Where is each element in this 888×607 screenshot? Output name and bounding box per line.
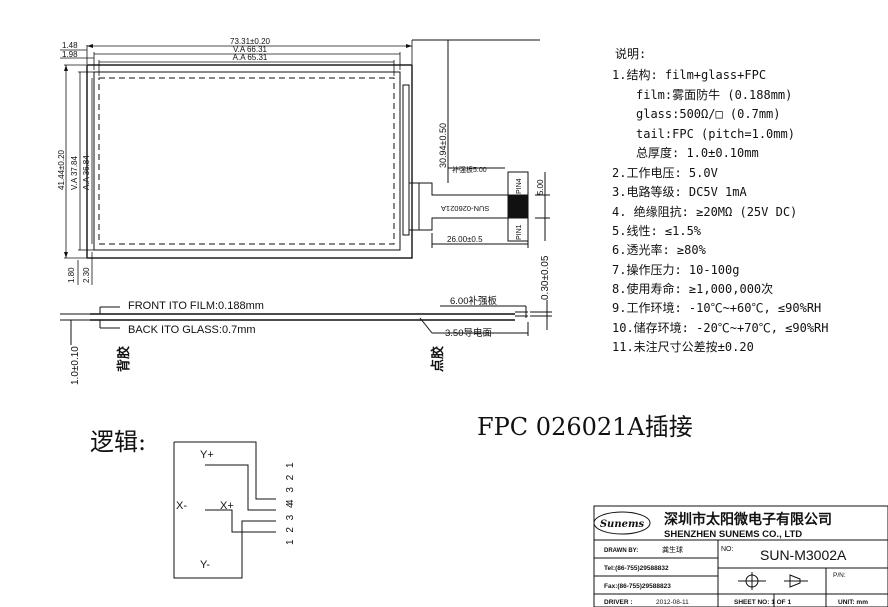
pin-top-label: PIN4 <box>516 178 523 194</box>
tel-text: Tel:(86-755)29588832 <box>604 565 669 572</box>
note-line: tail:FPC (pitch=1.0mm) <box>636 127 795 141</box>
note-line: 9.工作环境: -10℃~+60℃, ≤90%RH <box>612 300 821 315</box>
title-block <box>593 505 888 607</box>
note-line: 4. 绝缘阻抗: ≥20MΩ (25V DC) <box>612 204 797 219</box>
dim-left-offset-1: 1.48 <box>62 41 78 50</box>
fpc-note: FPC 026021A插接 <box>477 413 693 441</box>
drawn-label: DRAWN BY: <box>604 548 638 554</box>
company-name-en: SHENZHEN SUNEMS CO., LTD <box>664 529 802 540</box>
no-label: NO: <box>721 546 734 553</box>
note-line: 7.操作压力: 10-100g <box>612 262 739 277</box>
note-line: 3.电路等级: DC5V 1mA <box>612 184 747 199</box>
front-ito-label: FRONT ITO FILM:0.188mm <box>128 300 264 312</box>
top-dimension-lines <box>60 40 413 76</box>
dim-tail-thickness: 0.30±0.05 <box>540 255 551 300</box>
notes-title: 说明: <box>615 46 646 61</box>
dim-bottom-offset-1: 1.80 <box>67 267 76 283</box>
logic-diagram <box>173 441 276 579</box>
company-logo: Sunems <box>600 519 645 530</box>
note-line: 11.未注尺寸公差按±0.20 <box>612 339 754 354</box>
logic-x-plus: X+ <box>220 500 234 512</box>
dim-tail-offset: 26.00±0.5 <box>447 235 483 244</box>
dim-overall-width: 73.31±0.20 <box>230 37 271 46</box>
fpc-tail <box>409 39 550 248</box>
pn-label: P/N: <box>833 572 846 579</box>
driver-label: DRIVER : <box>604 599 633 606</box>
drawn-value: 龚生球 <box>662 545 683 554</box>
dot-glue-label: 点胶 <box>430 346 445 372</box>
side-view-lines <box>60 300 552 345</box>
note-line: 总厚度: 1.0±0.10mm <box>636 145 759 160</box>
note-line: 2.工作电压: 5.0V <box>612 166 718 180</box>
dim-aa-height: A.A 36.84 <box>82 155 91 190</box>
note-line: 5.线性: ≤1.5% <box>612 224 702 238</box>
tail-part-number: SUN-026021A <box>441 204 489 213</box>
dim-va-width: V.A 66.31 <box>233 45 268 54</box>
dim-thickness: 1.0±0.10 <box>70 346 81 385</box>
sheet-text: SHEET NO: 1 OF 1 <box>734 599 791 606</box>
logic-pins-bottom: 1 2 3 4 <box>285 500 296 545</box>
note-line: 8.使用寿命: ≥1,000,000次 <box>612 281 773 296</box>
logic-y-minus: Y- <box>200 559 210 571</box>
dim-tail-length: 30.94±0.50 <box>438 123 448 168</box>
logic-y-plus: Y+ <box>200 449 214 461</box>
notes-block: 说明: 1.结构: film+glass+FPC film:雾面防牛 (0.18… <box>612 46 829 354</box>
logic-pins-top: 4 3 2 1 <box>285 460 296 505</box>
pin-bottom-label: PIN1 <box>516 224 523 240</box>
panel-outline <box>86 64 413 259</box>
dim-stiffener: 6.00补强板 <box>450 295 497 307</box>
dimension-arrows <box>64 44 412 258</box>
back-glue-label: 背胶 <box>116 346 131 372</box>
logic-x-minus: X- <box>176 500 187 512</box>
dim-tail-width: 5.00 <box>536 179 545 195</box>
dim-va-height: V.A 37.84 <box>70 155 79 190</box>
stiffener-label: 补强板5.00 <box>452 165 487 174</box>
left-dimension-lines <box>64 64 94 285</box>
note-line: 1.结构: film+glass+FPC <box>612 67 766 82</box>
unit-text: UNIT: mm <box>838 599 868 606</box>
note-line: 6.透光率: ≥80% <box>612 242 707 257</box>
drawing-number: SUN-M3002A <box>760 547 847 563</box>
dim-bottom-offset-2: 2.30 <box>82 267 91 283</box>
dim-aa-width: A.A 65.31 <box>233 53 268 62</box>
dim-overall-height: 41.44±0.20 <box>57 149 66 190</box>
dim-left-offset-2: 1.98 <box>62 50 78 59</box>
company-name-cn: 深圳市太阳微电子有限公司 <box>664 511 832 527</box>
back-ito-label: BACK ITO GLASS:0.7mm <box>128 324 256 336</box>
date-text: 2012-08-11 <box>656 599 689 606</box>
note-line: glass:500Ω/□ (0.7mm) <box>636 107 781 121</box>
note-line: film:雾面防牛 (0.188mm) <box>636 87 792 102</box>
dim-conductive: 3.50导电面 <box>445 327 492 339</box>
logic-title: 逻辑: <box>90 428 146 456</box>
fax-text: Fax:(86-755)29588823 <box>604 583 671 590</box>
note-line: 10.储存环境: -20℃~+70℃, ≤90%RH <box>612 320 829 335</box>
